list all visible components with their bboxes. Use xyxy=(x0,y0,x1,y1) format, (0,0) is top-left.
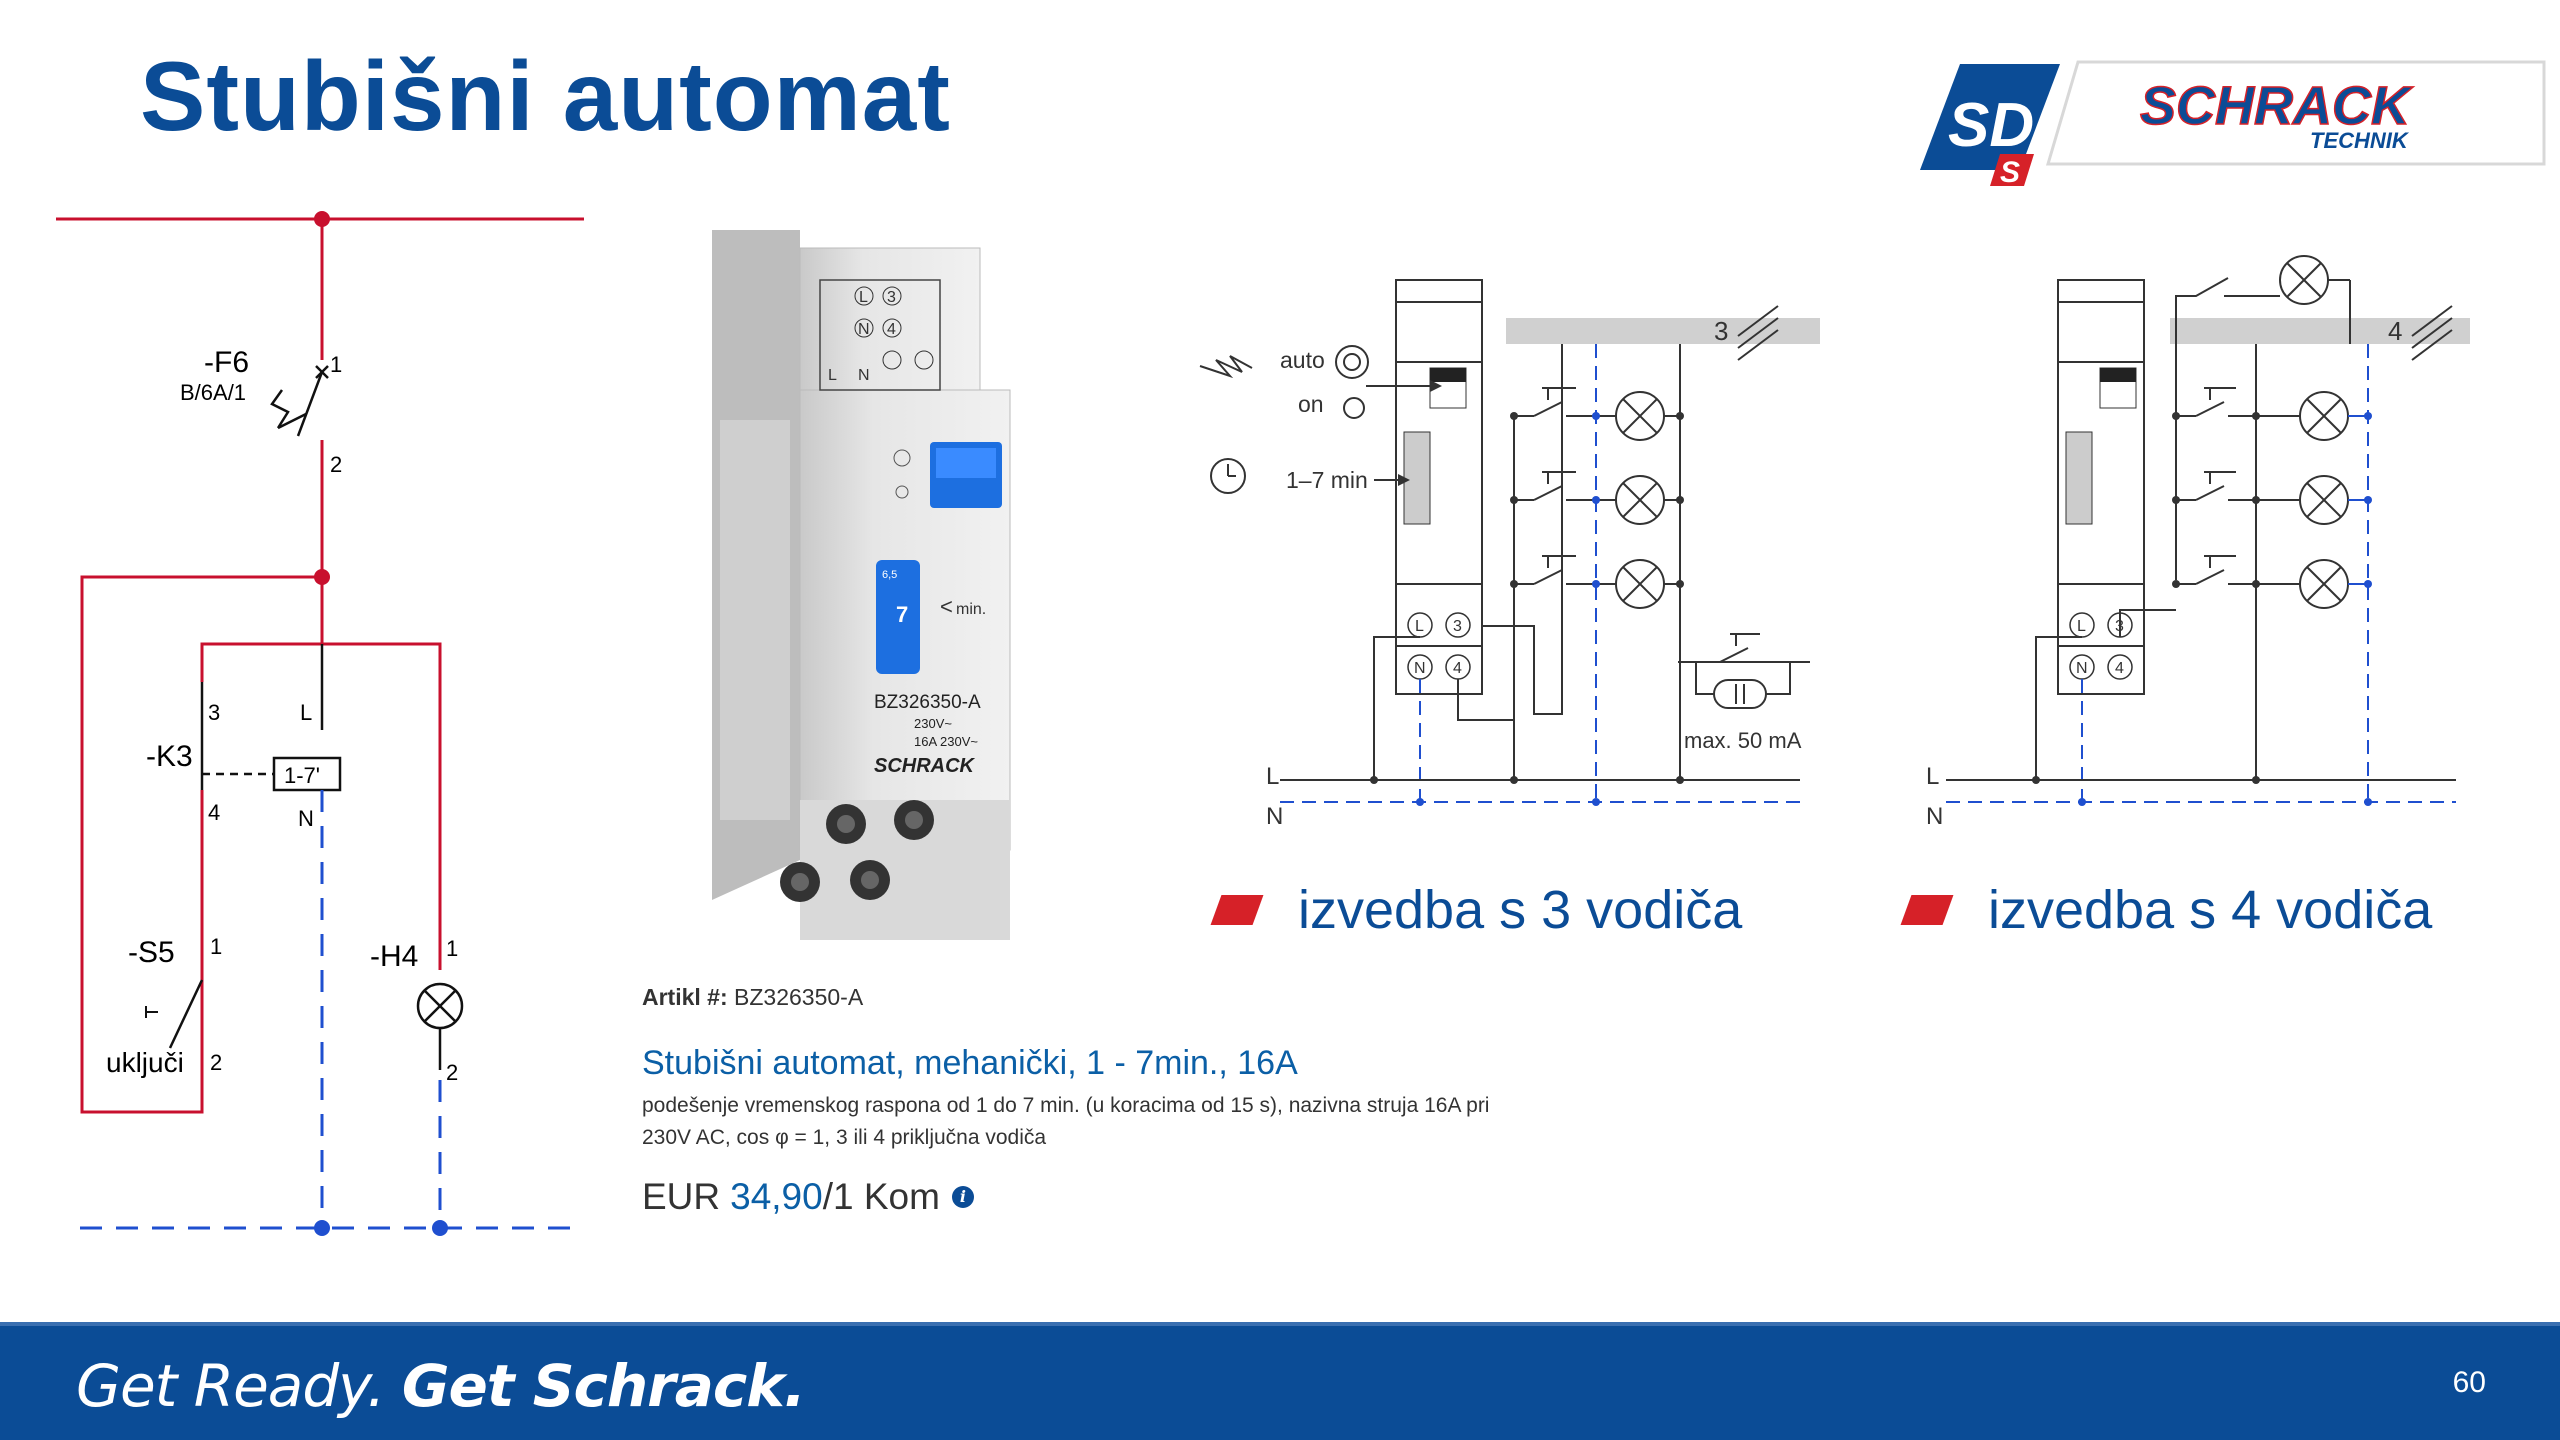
wiring4-term-N: N xyxy=(2076,660,2088,677)
s5-pin2: 2 xyxy=(210,1050,222,1075)
device-spec2: 16A 230V~ xyxy=(914,734,978,749)
slogan-part2: Get Schrack. xyxy=(401,1352,806,1420)
device-knob-value: 7 xyxy=(896,602,908,627)
device-knob-unit: min. xyxy=(956,601,986,618)
k3-pinN: N xyxy=(298,806,314,831)
caption-4-wire-text: izvedba s 4 vodiča xyxy=(1988,880,2433,940)
s5-action: uključi xyxy=(106,1047,184,1078)
circuit-schematic: -F6 B/6A/1 1 2 3 L -K3 1-7' 4 N -S5 1 uk… xyxy=(56,211,584,1236)
device-bottom-L: L xyxy=(828,367,837,384)
wiring3-wire-count: 3 xyxy=(1714,316,1728,346)
s5-label: -S5 xyxy=(128,936,175,969)
info-icon[interactable]: i xyxy=(951,1186,974,1208)
logo-brand-sub: TECHNIK xyxy=(2310,128,2410,153)
price-amount: 34,90 xyxy=(730,1176,823,1217)
wiring3-label-time: 1–7 min xyxy=(1286,467,1368,493)
wiring3-term-N: N xyxy=(1414,660,1426,677)
s5-pin1: 1 xyxy=(210,934,222,959)
wiring3-term-4: 4 xyxy=(1453,660,1462,677)
product-description-line1: podešenje vremenskog raspona od 1 do 7 m… xyxy=(642,1094,1490,1117)
k3-label: -K3 xyxy=(146,740,193,773)
product-description-line2: 230V AC, cos φ = 1, 3 ili 4 priključna v… xyxy=(642,1126,1047,1149)
svg-text:<: < xyxy=(940,594,953,619)
logo-brand: SCHRACK xyxy=(2140,76,2414,136)
product-description: podešenje vremenskog raspona od 1 do 7 m… xyxy=(642,1090,1542,1154)
device-knob-top: 6,5 xyxy=(882,569,897,581)
wiring4-wire-count: 4 xyxy=(2388,316,2402,346)
caption-3-wire: izvedba s 3 vodiča xyxy=(1210,880,1743,940)
logo-badge-small: S xyxy=(2000,156,2020,188)
price-unit: /1 Kom xyxy=(822,1176,940,1217)
wiring4-line-L: L xyxy=(1926,763,1939,790)
page-number: 60 xyxy=(2452,1366,2486,1399)
price-currency: EUR xyxy=(642,1176,721,1217)
slogan-part1: Get Ready. xyxy=(76,1352,385,1420)
device-term-L: L xyxy=(859,289,868,306)
device-brand: SCHRACK xyxy=(874,755,976,777)
wiring3-max-current: max. 50 mA xyxy=(1684,728,1802,753)
device-term-N: N xyxy=(858,321,870,338)
wiring4-term-4: 4 xyxy=(2115,660,2124,677)
product-name-link[interactable]: Stubišni automat, mehanički, 1 - 7min., … xyxy=(642,1044,1298,1082)
wiring3-line-L: L xyxy=(1266,763,1279,790)
caption-3-wire-text: izvedba s 3 vodiča xyxy=(1298,880,1743,940)
logo-badge-text: SD xyxy=(1948,91,2034,160)
f6-pin2: 2 xyxy=(330,452,342,477)
device-term-3: 3 xyxy=(887,289,896,306)
footer-bar: Get Ready. Get Schrack. 60 xyxy=(0,1322,2560,1440)
article-value: BZ326350-A xyxy=(734,984,864,1010)
k3-pinL: L xyxy=(300,700,312,725)
article-label: Artikl #: xyxy=(642,984,728,1010)
device-model: BZ326350-A xyxy=(874,692,981,713)
wiring3-line-N: N xyxy=(1266,803,1283,830)
wiring4-line-N: N xyxy=(1926,803,1943,830)
h4-pin1: 1 xyxy=(446,936,458,961)
f6-pin1: 1 xyxy=(330,352,342,377)
product-price: EUR 34,90 /1 Kom i xyxy=(642,1176,974,1218)
h4-label: -H4 xyxy=(370,940,418,973)
wiring3-term-3: 3 xyxy=(1453,618,1462,635)
wiring-diagram-4-wire: 4 L 3 N 4 L N xyxy=(1926,255,2470,830)
f6-rating: B/6A/1 xyxy=(180,380,246,405)
caption-4-wire: izvedba s 4 vodiča xyxy=(1900,880,2433,940)
red-bullet-icon xyxy=(1900,895,1954,925)
wiring3-label-on: on xyxy=(1298,391,1324,417)
device-bottom-N: N xyxy=(858,367,870,384)
k3-timer: 1-7' xyxy=(284,763,320,788)
red-bullet-icon xyxy=(1210,895,1264,925)
k3-pin3: 3 xyxy=(208,700,220,725)
article-number: Artikl #: BZ326350-A xyxy=(642,984,863,1011)
h4-pin2: 2 xyxy=(446,1060,458,1085)
footer-slogan: Get Ready. Get Schrack. xyxy=(76,1352,806,1420)
slide-title: Stubišni automat xyxy=(140,41,951,151)
device-spec1: 230V~ xyxy=(914,716,952,731)
device-term-4: 4 xyxy=(887,321,896,338)
sd-schrack-logo: SD S SCHRACK TECHNIK xyxy=(1920,60,2546,188)
device-image: L 3 N 4 L N 6,5 7 < min. BZ326350-A 230V… xyxy=(712,230,1011,940)
k3-pin4: 4 xyxy=(208,800,220,825)
f6-label: -F6 xyxy=(204,346,249,379)
wiring3-term-L: L xyxy=(1415,618,1424,635)
wiring-diagram-3-wire: auto on 1–7 min 3 max. 50 mA L 3 xyxy=(1199,279,1820,830)
wiring4-term-L: L xyxy=(2077,618,2086,635)
wiring3-label-auto: auto xyxy=(1280,347,1325,373)
